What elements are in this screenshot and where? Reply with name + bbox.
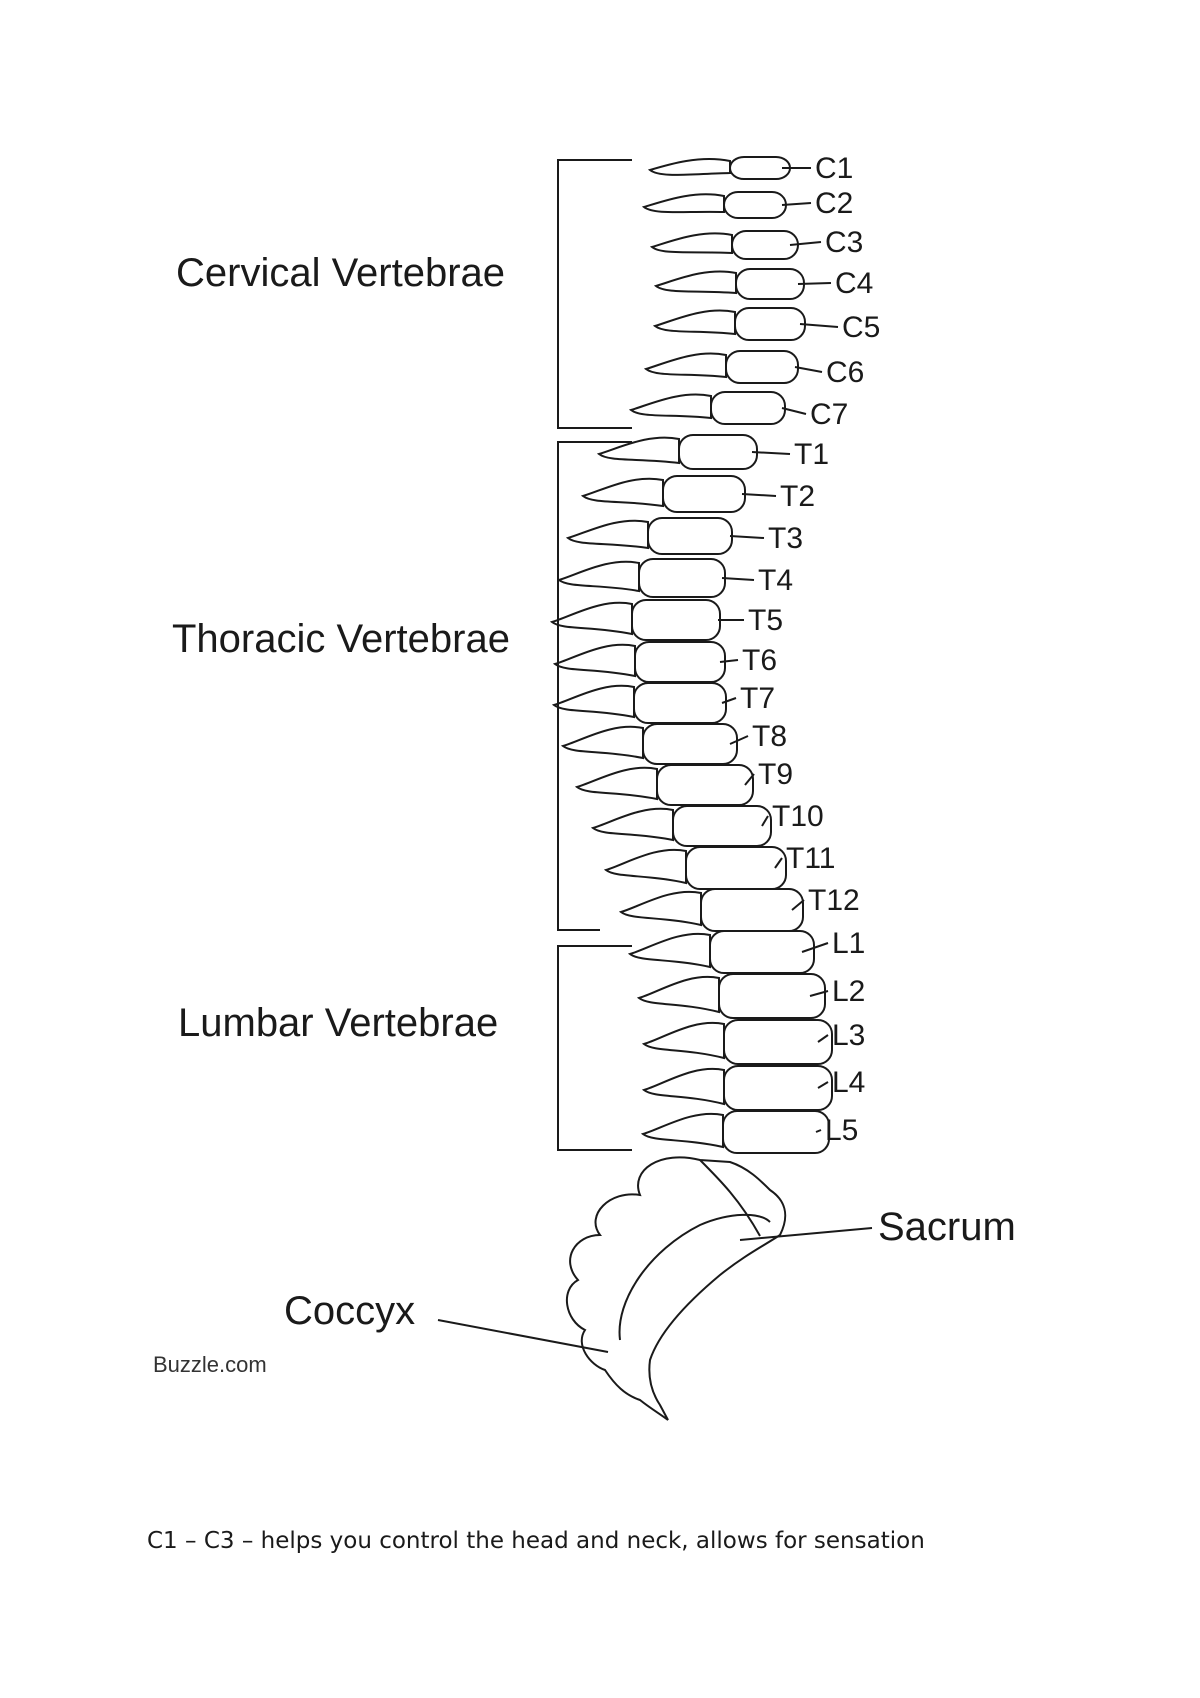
pointer-L1 xyxy=(801,942,829,953)
vertebra-T7 xyxy=(551,682,727,724)
label-T8: T8 xyxy=(752,720,787,753)
label-L5: L5 xyxy=(825,1114,858,1147)
lumbar-bracket xyxy=(557,945,632,1151)
label-T3: T3 xyxy=(768,522,803,555)
vertebra-T9 xyxy=(574,764,754,806)
label-T9: T9 xyxy=(758,758,793,791)
vertebra-T4 xyxy=(556,558,726,598)
pointer-T4 xyxy=(721,577,755,581)
vertebra-T8 xyxy=(560,723,738,765)
label-C7: C7 xyxy=(810,398,848,431)
pointer-T12 xyxy=(791,899,805,911)
label-C1: C1 xyxy=(815,152,853,185)
source-credit: Buzzle.com xyxy=(153,1352,267,1377)
vertebra-C2 xyxy=(641,191,787,219)
vertebra-C1 xyxy=(647,156,791,180)
label-C5: C5 xyxy=(842,311,880,344)
vertebra-T5 xyxy=(549,599,721,641)
sacrum-label: Sacrum xyxy=(878,1205,1016,1249)
pointer-C4 xyxy=(797,282,832,285)
vertebra-T6 xyxy=(552,641,726,683)
label-T11: T11 xyxy=(786,842,835,875)
label-T12: T12 xyxy=(808,884,860,917)
label-C2: C2 xyxy=(815,187,853,220)
vertebra-L1 xyxy=(627,930,815,974)
pointer-T7 xyxy=(721,697,737,704)
label-L3: L3 xyxy=(832,1019,865,1052)
label-T1: T1 xyxy=(794,438,829,471)
pointer-T11 xyxy=(774,857,783,869)
vertebra-C4 xyxy=(653,268,805,300)
vertebra-C7 xyxy=(628,391,786,425)
pointer-T8 xyxy=(729,735,749,745)
label-T6: T6 xyxy=(742,644,777,677)
label-T4: T4 xyxy=(758,564,793,597)
pointer-C5 xyxy=(799,323,839,328)
label-T10: T10 xyxy=(772,800,824,833)
pointer-L2 xyxy=(809,990,829,997)
vertebra-labels: C1C2C3C4C5C6C7T1T2T3T4T5T6T7T8T9T10T11T1… xyxy=(718,152,880,1147)
pointer-T2 xyxy=(741,493,777,497)
vertebra-L3 xyxy=(641,1019,833,1065)
pointer-L3 xyxy=(817,1034,829,1043)
coccyx-label: Coccyx xyxy=(284,1289,415,1333)
vertebra-C5 xyxy=(652,307,806,341)
vertebra-C6 xyxy=(643,350,799,384)
pointer-C6 xyxy=(794,366,823,373)
vertebra-T3 xyxy=(565,517,733,555)
cervical-label: Cervical Vertebrae xyxy=(176,251,505,295)
pointer-L5 xyxy=(815,1129,822,1133)
vertebra-T1 xyxy=(596,434,758,470)
vertebra-L2 xyxy=(636,973,826,1019)
label-C3: C3 xyxy=(825,226,863,259)
vertebra-T10 xyxy=(590,805,772,847)
thoracic-label: Thoracic Vertebrae xyxy=(172,617,510,661)
pointer-L4 xyxy=(817,1081,829,1089)
pointer-C7 xyxy=(781,407,807,415)
caption-text: C1 – C3 – helps you control the head and… xyxy=(147,1528,925,1554)
pointer-T3 xyxy=(729,535,765,539)
pointer-T6 xyxy=(719,659,739,663)
vertebra-L4 xyxy=(641,1065,833,1111)
vertebra-L5 xyxy=(640,1110,830,1154)
cervical-bracket xyxy=(557,159,632,429)
pointer-T1 xyxy=(751,451,791,455)
vertebra-T12 xyxy=(618,888,804,932)
label-T5: T5 xyxy=(748,604,783,637)
coccyx-pointer xyxy=(437,1319,609,1353)
pointer-T10 xyxy=(761,815,769,827)
pointer-C2 xyxy=(781,202,812,206)
vertebra-C3 xyxy=(649,230,799,260)
thoracic-bracket xyxy=(557,441,632,931)
vertebra-T11 xyxy=(603,846,787,890)
label-L1: L1 xyxy=(832,927,865,960)
label-T7: T7 xyxy=(740,682,775,715)
lumbar-label: Lumbar Vertebrae xyxy=(178,1001,498,1045)
label-T2: T2 xyxy=(780,480,815,513)
label-C6: C6 xyxy=(826,356,864,389)
vertebra-T2 xyxy=(580,475,746,513)
sacrum-pointer xyxy=(739,1227,873,1241)
pointer-T9 xyxy=(744,773,755,786)
sacrum-shape xyxy=(565,1156,787,1421)
label-L2: L2 xyxy=(832,975,865,1008)
label-L4: L4 xyxy=(832,1066,865,1099)
label-C4: C4 xyxy=(835,267,873,300)
pointer-C3 xyxy=(789,241,822,246)
spinal-column xyxy=(549,156,833,1154)
